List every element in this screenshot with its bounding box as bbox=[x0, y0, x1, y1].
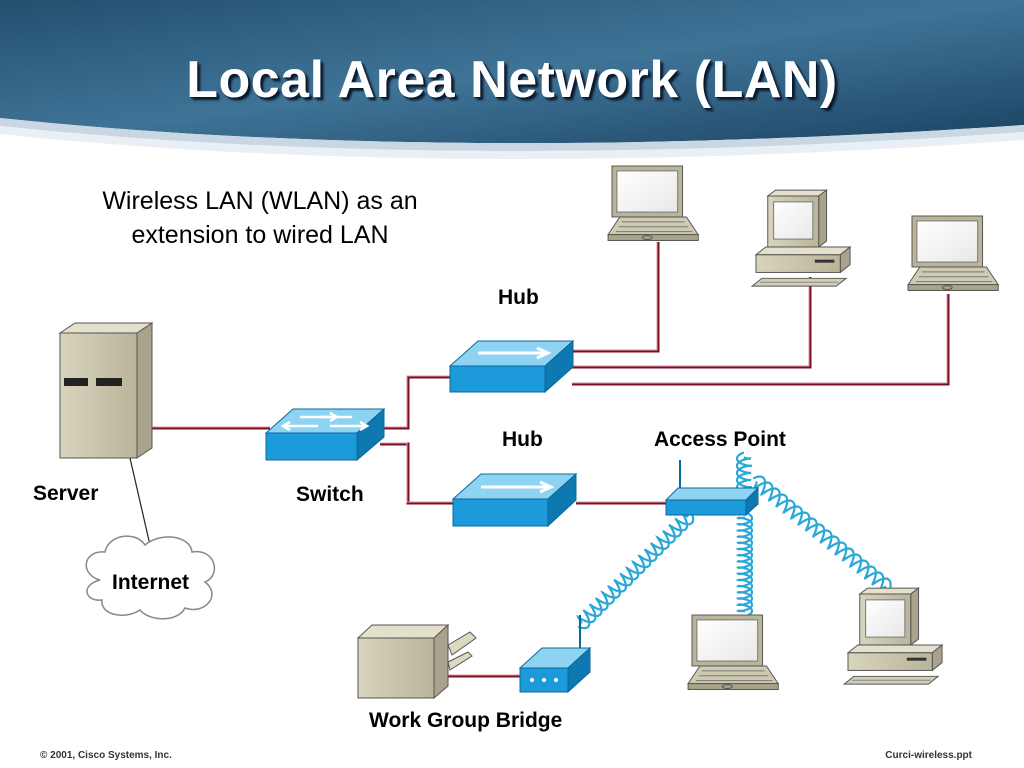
access-point-label: Access Point bbox=[654, 428, 786, 451]
access-point-icon bbox=[664, 460, 760, 517]
hub-top-label: Hub bbox=[498, 286, 539, 309]
subtitle-line-1: Wireless LAN (WLAN) as an bbox=[102, 187, 418, 215]
cables bbox=[152, 242, 950, 678]
subtitle: Wireless LAN (WLAN) as an extension to w… bbox=[60, 184, 460, 252]
laptop-icon-2 bbox=[907, 215, 999, 291]
work-group-bridge-icon bbox=[518, 615, 592, 694]
laptop-icon-1 bbox=[607, 165, 699, 241]
footer-copyright: © 2001, Cisco Systems, Inc. bbox=[40, 750, 172, 761]
cable-server-internet bbox=[129, 457, 151, 546]
work-group-bridge-label: Work Group Bridge bbox=[369, 709, 563, 732]
cable-switch-hub-top bbox=[380, 375, 452, 430]
radio-waves bbox=[576, 451, 892, 630]
switch-label: Switch bbox=[296, 483, 364, 506]
desktop-icon-2 bbox=[843, 587, 943, 685]
switch-icon bbox=[264, 407, 386, 462]
internet-cloud-icon bbox=[85, 535, 216, 620]
cable-hub-desktop1 bbox=[572, 277, 812, 369]
footer-filename: Curci-wireless.ppt bbox=[885, 750, 972, 761]
cable-hub-laptop2 bbox=[572, 294, 950, 386]
internet-label: Internet bbox=[112, 571, 190, 594]
radio-wave-to-desktop bbox=[753, 481, 892, 590]
hub-bottom-icon bbox=[451, 472, 578, 528]
server-label: Server bbox=[33, 482, 99, 505]
desktop-icon-1 bbox=[751, 189, 851, 287]
server-icon bbox=[58, 322, 154, 459]
laptop-icon-3 bbox=[687, 614, 779, 690]
cable-hub-laptop1 bbox=[572, 242, 660, 353]
cable-switch-hub-bottom bbox=[380, 442, 455, 505]
slide-header: Local Area Network (LAN) bbox=[0, 0, 1024, 170]
subtitle-line-2: extension to wired LAN bbox=[131, 221, 389, 249]
radio-wave-to-bridge bbox=[577, 511, 689, 630]
printer-icon bbox=[356, 623, 477, 700]
slide-title: Local Area Network (LAN) bbox=[186, 51, 838, 109]
radio-wave-to-laptop bbox=[735, 516, 754, 618]
hub-top-icon bbox=[448, 339, 575, 394]
hub-bottom-label: Hub bbox=[502, 428, 543, 451]
header-background bbox=[0, 0, 1024, 160]
